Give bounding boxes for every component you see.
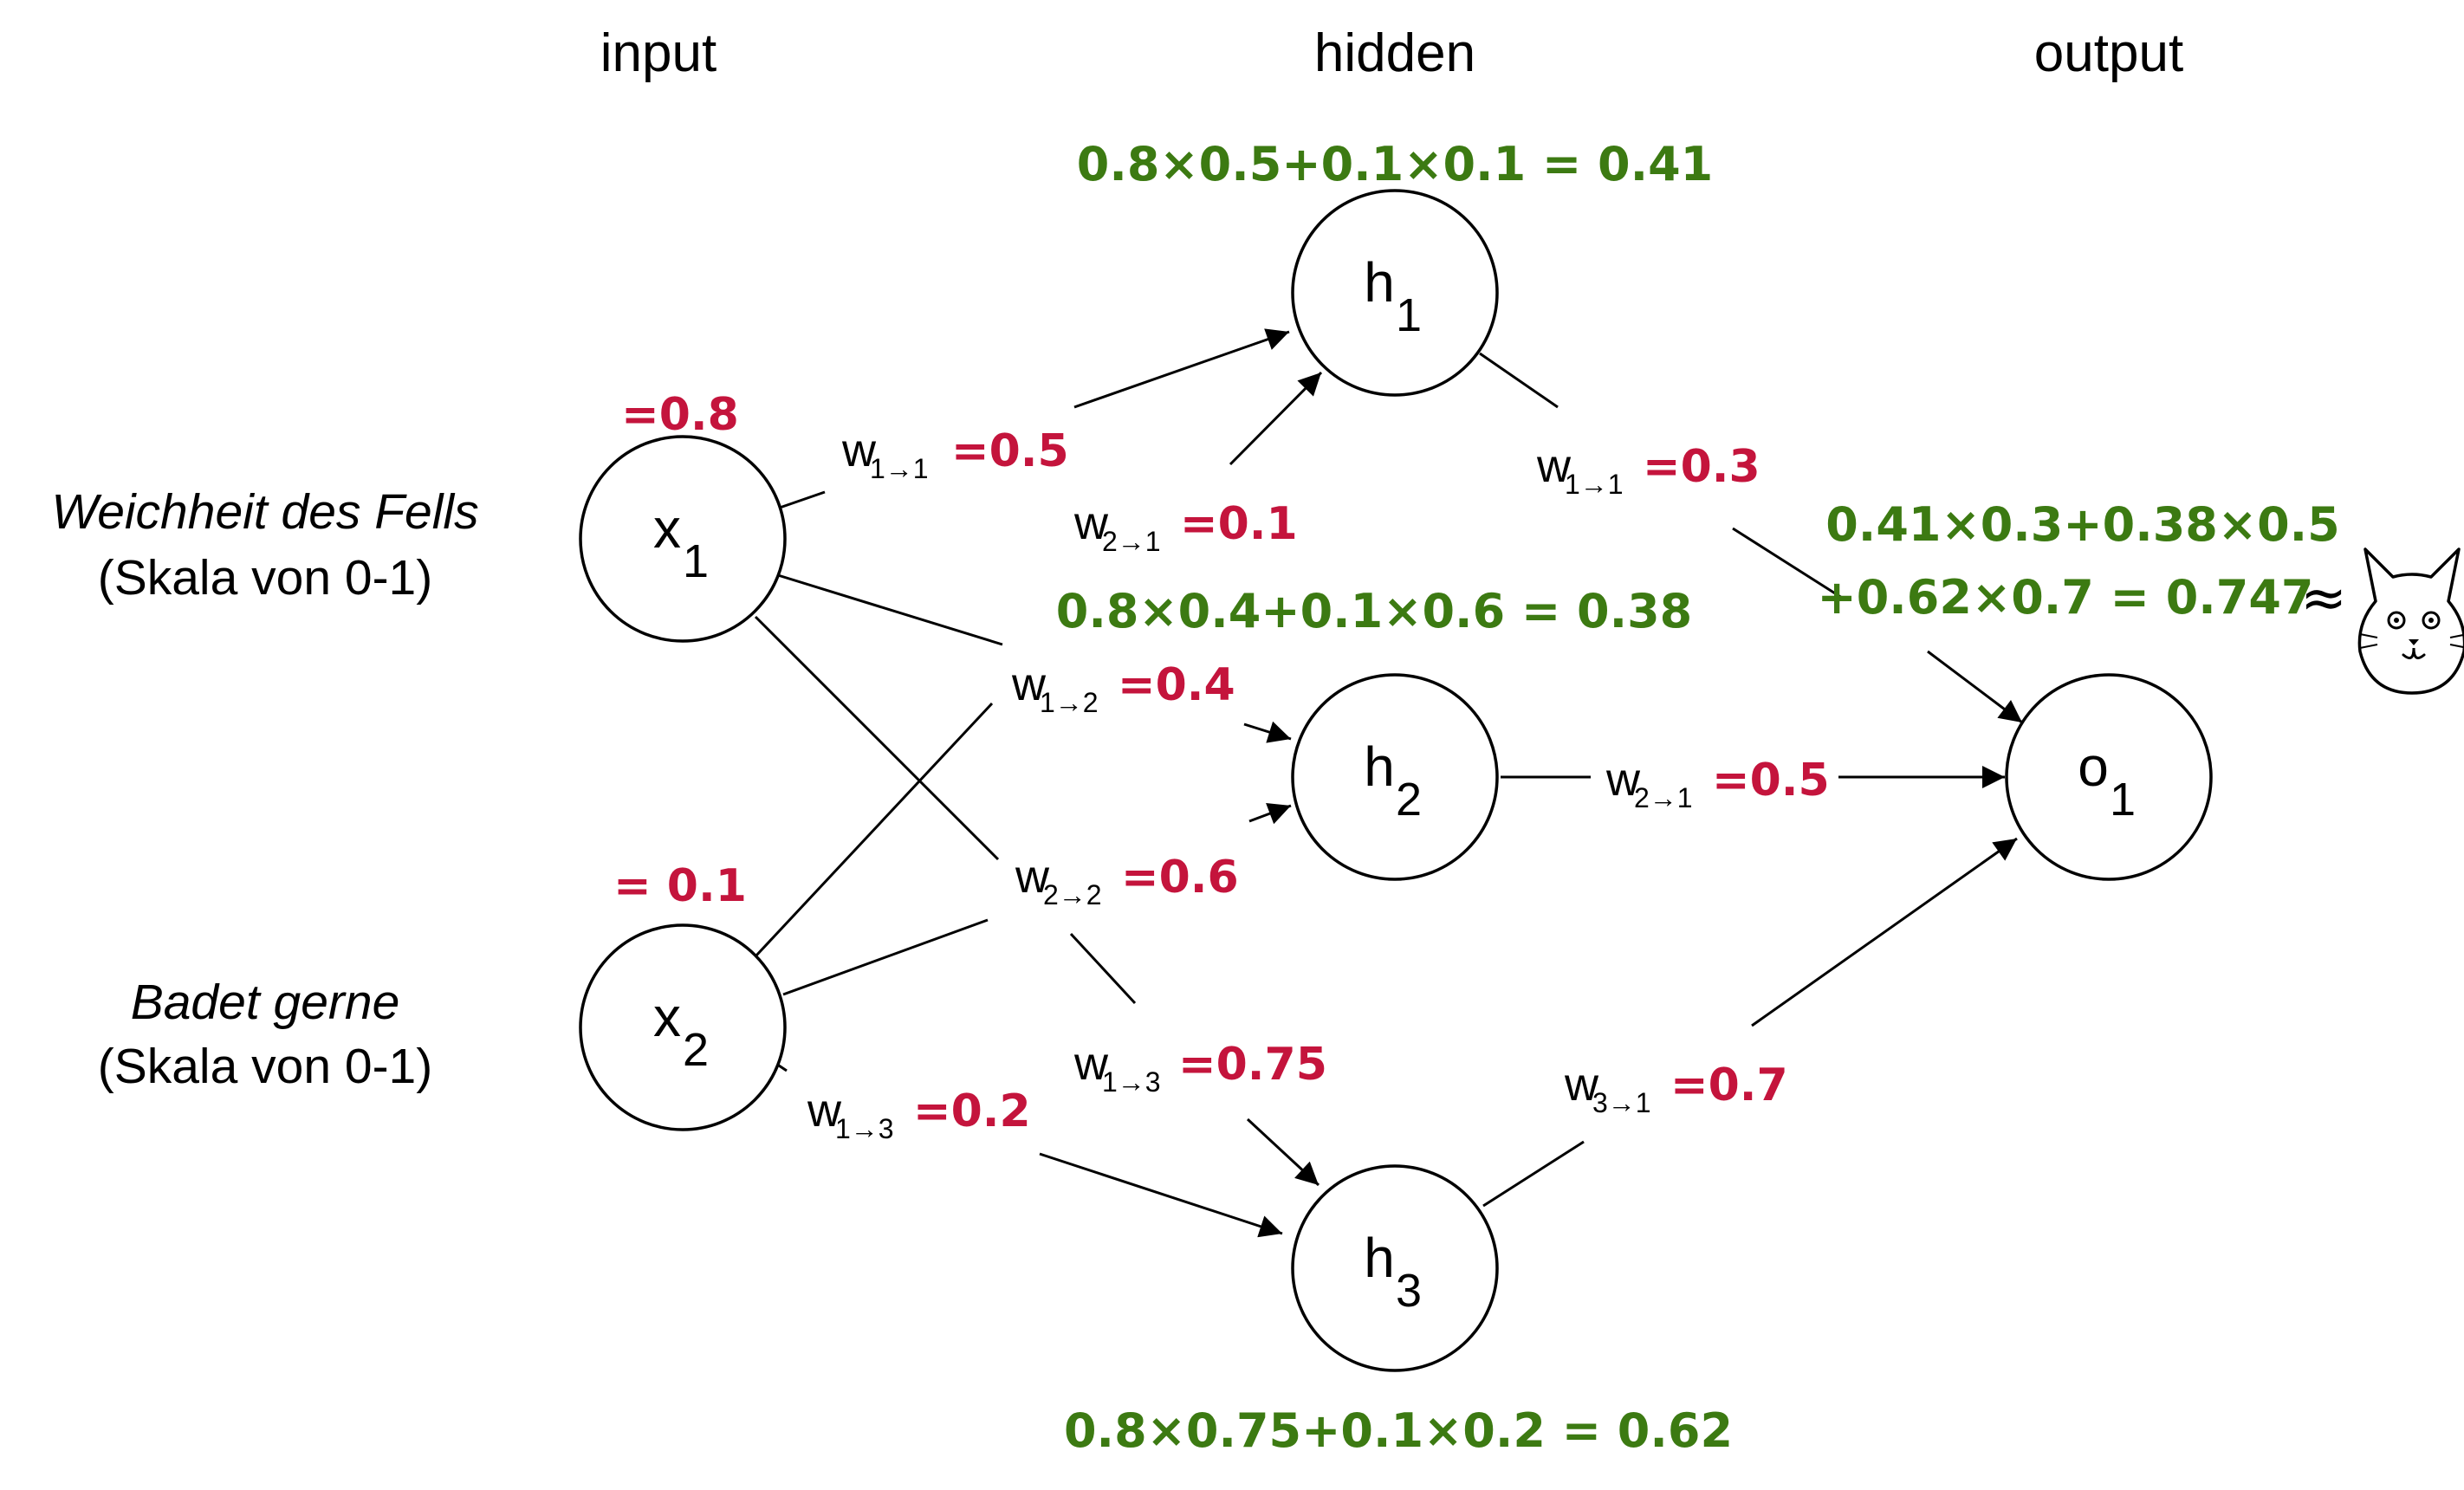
input-1-value: =0.8 xyxy=(621,389,739,441)
column-header-input: input xyxy=(600,23,717,83)
svg-text:=0.75: =0.75 xyxy=(1178,1039,1327,1091)
computation-o1-line2: +0.62×0.7 = 0.747 xyxy=(1817,570,2313,625)
svg-text:=0.3: =0.3 xyxy=(1643,441,1760,493)
computation-h3: 0.8×0.75+0.1×0.2 = 0.62 xyxy=(1064,1403,1733,1458)
edge-x1-h3 xyxy=(754,615,1320,1187)
svg-text:1→3: 1→3 xyxy=(1102,1066,1161,1098)
weight-x2-h3: w 1→3 =0.2 xyxy=(807,1085,1031,1144)
node-o1: o 1 xyxy=(2005,673,2213,881)
svg-text:2→1: 2→1 xyxy=(1102,526,1161,557)
weight-h3-o1: w 3→1 =0.7 xyxy=(1564,1059,1788,1118)
svg-text:1: 1 xyxy=(683,535,709,587)
node-h3: h 3 xyxy=(1291,1164,1499,1372)
svg-text:w: w xyxy=(1015,851,1050,903)
svg-text:=0.1: =0.1 xyxy=(1180,498,1298,550)
column-header-hidden: hidden xyxy=(1314,23,1475,83)
svg-text:=0.4: =0.4 xyxy=(1118,659,1235,711)
svg-text:w: w xyxy=(1564,1059,1599,1111)
svg-text:w: w xyxy=(1073,497,1109,549)
svg-text:1→1: 1→1 xyxy=(1565,469,1624,500)
svg-text:2→1: 2→1 xyxy=(1634,782,1693,813)
svg-text:o: o xyxy=(2078,735,2109,798)
weight-x2-h1: w 2→1 =0.1 xyxy=(1073,497,1298,557)
edge-x1-h2 xyxy=(777,573,1292,743)
svg-text:2→2: 2→2 xyxy=(1043,879,1102,910)
svg-text:2: 2 xyxy=(1396,774,1422,826)
weight-x1-h1: w 1→1 =0.5 xyxy=(841,424,1069,484)
edge-h3-o1 xyxy=(1482,837,2018,1208)
edge-x2-h1-path xyxy=(754,702,994,958)
input-2-value: = 0.1 xyxy=(613,860,747,912)
svg-text:1→2: 1→2 xyxy=(1040,687,1099,718)
computation-h1: 0.8×0.5+0.1×0.1 = 0.41 xyxy=(1077,137,1713,191)
svg-text:2: 2 xyxy=(683,1024,709,1076)
edge-x2-h2 xyxy=(782,802,1292,996)
svg-text:w: w xyxy=(1073,1038,1109,1090)
weight-x1-h2: w 1→2 =0.4 xyxy=(1011,658,1235,718)
computation-o1-line1: 0.41×0.3+0.38×0.5 xyxy=(1825,497,2340,552)
svg-text:w: w xyxy=(1536,440,1572,492)
column-header-output: output xyxy=(2034,23,2183,83)
input-2-title: Badet gerne xyxy=(131,975,400,1030)
svg-text:x: x xyxy=(653,986,681,1048)
svg-text:x: x xyxy=(653,497,681,560)
svg-text:w: w xyxy=(807,1085,842,1137)
edge-x2-h1 xyxy=(1229,371,1323,466)
weight-h1-o1: w 1→1 =0.3 xyxy=(1536,440,1760,500)
svg-text:1→1: 1→1 xyxy=(870,453,929,484)
svg-text:=0.5: =0.5 xyxy=(951,425,1069,477)
svg-text:w: w xyxy=(1605,754,1641,806)
svg-text:w: w xyxy=(841,424,877,476)
edge-h1-o1 xyxy=(1479,352,2023,724)
svg-text:h: h xyxy=(1364,251,1395,314)
svg-text:=0.7: =0.7 xyxy=(1670,1059,1788,1111)
cat-face-icon xyxy=(2357,547,2464,695)
svg-text:h: h xyxy=(1364,735,1395,798)
svg-text:1: 1 xyxy=(2110,774,2136,826)
svg-text:3→1: 3→1 xyxy=(1592,1087,1651,1118)
svg-text:h: h xyxy=(1364,1227,1395,1289)
edge-x1-h1 xyxy=(779,328,1290,509)
node-x2: x 2 xyxy=(579,923,787,1131)
weight-h2-o1: w 2→1 =0.5 xyxy=(1605,754,1830,813)
svg-text:1→3: 1→3 xyxy=(835,1113,894,1144)
input-1-scale: (Skala von 0-1) xyxy=(98,550,433,606)
svg-text:=0.5: =0.5 xyxy=(1712,755,1830,807)
input-2-scale: (Skala von 0-1) xyxy=(98,1039,433,1094)
svg-text:1: 1 xyxy=(1396,289,1422,341)
approx-symbol: ≈ xyxy=(2300,567,2347,631)
svg-text:3: 3 xyxy=(1396,1265,1422,1317)
node-h2: h 2 xyxy=(1291,673,1499,881)
weight-x2-h2: w 2→2 =0.6 xyxy=(1015,851,1239,910)
computation-h2: 0.8×0.4+0.1×0.6 = 0.38 xyxy=(1056,584,1692,638)
svg-text:w: w xyxy=(1011,658,1047,710)
svg-text:=0.6: =0.6 xyxy=(1121,852,1239,904)
node-h1: h 1 xyxy=(1291,189,1499,397)
input-1-title: Weichheit des Fells xyxy=(51,484,478,540)
node-x1: x 1 xyxy=(579,435,787,643)
weight-x1-h3: w 1→3 =0.75 xyxy=(1073,1038,1327,1098)
svg-text:=0.2: =0.2 xyxy=(913,1085,1031,1137)
